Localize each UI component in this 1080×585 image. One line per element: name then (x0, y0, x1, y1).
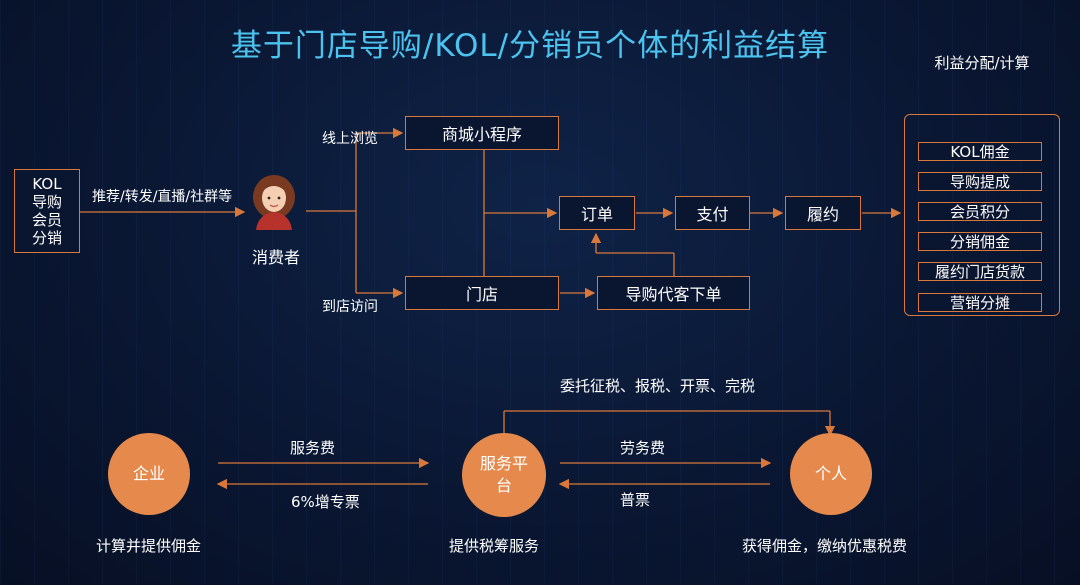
offline-label: 到店访问 (322, 299, 378, 315)
individual-desc: 获得佣金，缴纳优惠税费 (742, 537, 908, 555)
enterprise-circle: 企业 (108, 433, 190, 515)
order-box: 订单 (559, 196, 635, 230)
normal-invoice-label: 普票 (620, 491, 651, 509)
dist-store-payment: 履约门店货款 (918, 262, 1042, 281)
dist-marketing-share: 营销分摊 (918, 293, 1042, 312)
platform-desc: 提供税筹服务 (449, 537, 540, 555)
dist-member-points: 会员积分 (918, 202, 1042, 221)
source-guide: 导购 (31, 193, 62, 211)
store-box: 门店 (405, 276, 559, 310)
platform-circle: 服务平台 (462, 433, 546, 517)
distribution-title: 利益分配/计算 (934, 54, 1030, 72)
payment-box: 支付 (675, 196, 750, 230)
source-roles-box: KOL 导购 会员 分销 (14, 169, 80, 253)
source-kol: KOL (32, 175, 62, 193)
dist-distributor-commission: 分销佣金 (918, 232, 1042, 251)
labor-fee-label: 劳务费 (620, 439, 666, 457)
source-distributor: 分销 (31, 229, 62, 247)
online-label: 线上浏览 (322, 131, 378, 147)
guide-order-box: 导购代客下单 (597, 276, 750, 310)
promo-label: 推荐/转发/直播/社群等 (92, 189, 233, 205)
dist-guide-commission: 导购提成 (918, 172, 1042, 191)
mini-program-box: 商城小程序 (405, 116, 559, 150)
vat-invoice-label: 6%增专票 (291, 493, 360, 511)
entrust-label: 委托征税、报税、开票、完税 (560, 377, 756, 395)
service-fee-label: 服务费 (290, 439, 336, 457)
enterprise-desc: 计算并提供佣金 (96, 537, 202, 555)
source-member: 会员 (31, 211, 62, 229)
dist-kol-commission: KOL佣金 (918, 142, 1042, 161)
consumer-label: 消费者 (252, 248, 301, 267)
individual-circle: 个人 (790, 433, 872, 515)
fulfillment-box: 履约 (785, 196, 861, 230)
distribution-panel (904, 114, 1060, 316)
page-title: 基于门店导购/KOL/分销员个体的利益结算 (230, 28, 830, 64)
consumer-avatar-icon (253, 175, 295, 230)
